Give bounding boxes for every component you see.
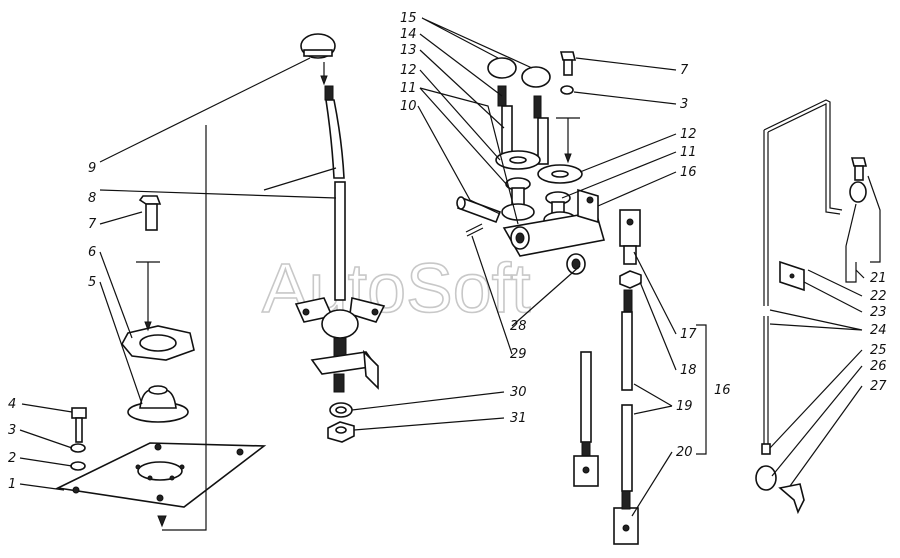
spring-washer — [70, 461, 86, 471]
linkage-rods — [573, 209, 707, 545]
small-washer — [560, 85, 574, 95]
callout-28: 28 — [510, 319, 527, 334]
lever-upper-rod — [325, 99, 345, 179]
callout-7: 7 — [88, 217, 97, 232]
callout-14: 14 — [400, 27, 417, 42]
callout-25: 25 — [870, 343, 887, 358]
lever-thread — [324, 85, 334, 101]
callout-7b: 7 — [680, 63, 689, 78]
base-plate-assembly — [55, 195, 267, 508]
clamp-bolt — [850, 157, 868, 167]
callout-31: 31 — [510, 411, 527, 426]
bolt-head-4 — [71, 407, 87, 419]
callout-12: 12 — [400, 63, 417, 78]
callout-11b: 11 — [680, 145, 697, 160]
callout-30: 30 — [510, 385, 527, 400]
rod-left — [580, 351, 592, 443]
callout-3b: 3 — [680, 97, 688, 112]
shift-lever — [294, 33, 386, 443]
lever-lower-rod — [334, 181, 346, 301]
callout-13: 13 — [400, 43, 417, 58]
callout-12b: 12 — [680, 127, 697, 142]
callout-3: 3 — [8, 423, 16, 438]
callout-17: 17 — [680, 327, 697, 342]
bolt-shank-7 — [145, 203, 158, 231]
clevis-17 — [619, 209, 641, 247]
lever-ball-mount — [321, 309, 359, 339]
cable-end-25 — [761, 443, 771, 455]
rod-19-lower — [621, 404, 633, 492]
callout-16b: 16 — [714, 383, 731, 398]
callout-9: 9 — [88, 161, 96, 176]
shaft-knob-right — [521, 66, 551, 88]
callout-15: 15 — [400, 11, 417, 26]
base-plate-hole — [137, 461, 183, 481]
callout-20: 20 — [676, 445, 693, 460]
callout-5: 5 — [88, 275, 96, 290]
mount-arm-right — [349, 297, 386, 323]
callout-23: 23 — [870, 305, 887, 320]
callout-2: 2 — [8, 451, 16, 466]
callout-6: 6 — [88, 245, 96, 260]
callout-10: 10 — [400, 99, 417, 114]
washer — [70, 443, 86, 453]
nut-18 — [619, 270, 642, 289]
clamp-nut-22 — [849, 181, 867, 203]
callout-labels: 1 2 3 4 5 6 7 8 9 15 14 13 12 11 10 7 3 … — [8, 11, 887, 492]
callout-11: 11 — [400, 81, 417, 96]
callout-21: 21 — [870, 271, 887, 286]
callout-8: 8 — [88, 191, 96, 206]
small-bolt — [559, 51, 577, 61]
callout-16a: 16 — [680, 165, 697, 180]
bolt-shank-4 — [75, 417, 83, 443]
leader-lines — [19, 17, 865, 517]
callout-4: 4 — [8, 397, 16, 412]
shaft-knob-left — [487, 57, 517, 79]
callout-19: 19 — [676, 399, 693, 414]
callout-1: 1 — [8, 477, 16, 492]
cable-upper — [763, 99, 843, 211]
cable-assembly — [755, 99, 881, 515]
cable-lower — [763, 316, 769, 444]
bolt-head-7 — [138, 195, 162, 205]
clamp-27 — [778, 483, 805, 515]
callout-24: 24 — [870, 323, 887, 338]
ring-26 — [755, 465, 777, 491]
callout-26: 26 — [870, 359, 887, 374]
fork-bracket-16 — [577, 188, 599, 224]
selector-shafts — [456, 51, 606, 275]
callout-29: 29 — [510, 347, 527, 362]
rod-19-upper — [621, 311, 633, 391]
callout-27: 27 — [870, 379, 887, 394]
callout-22: 22 — [870, 289, 887, 304]
assembly-guide-line — [162, 125, 207, 531]
shaft-left — [501, 105, 513, 155]
callout-18: 18 — [680, 363, 697, 378]
shaft-right — [537, 117, 549, 165]
